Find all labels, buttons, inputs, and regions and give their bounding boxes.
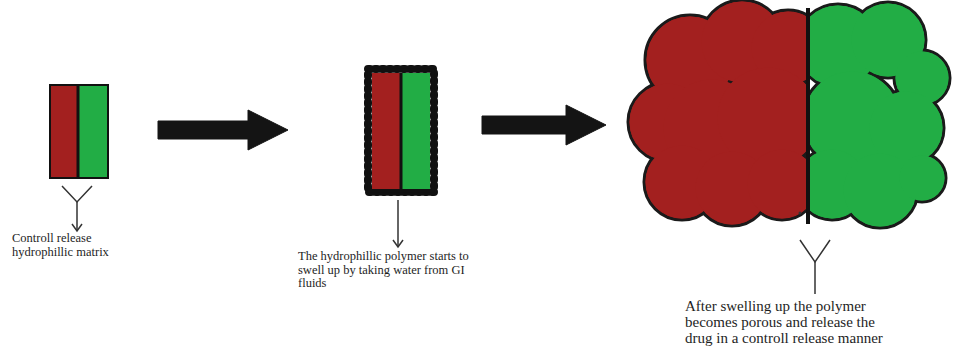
leader-stem bbox=[76, 202, 78, 230]
stage-caption: After swelling up the polymer becomes po… bbox=[685, 298, 903, 347]
stage-caption: The hydrophillic polymer starts to swell… bbox=[298, 250, 470, 291]
speck bbox=[799, 212, 802, 215]
red-layer bbox=[50, 85, 78, 178]
red-layer bbox=[372, 73, 401, 189]
tablet-outline bbox=[50, 85, 108, 178]
leader-line bbox=[62, 186, 92, 231]
gel-layer bbox=[369, 70, 433, 191]
leader-stem bbox=[814, 262, 816, 294]
stage-group: After swelling up the polymer becomes po… bbox=[606, 0, 950, 364]
stage-caption: Controll release hydrophillic matrix bbox=[12, 232, 137, 259]
leader-fork bbox=[800, 240, 830, 262]
green-layer bbox=[401, 73, 430, 189]
layer-divider bbox=[400, 73, 403, 189]
leader-line bbox=[800, 240, 830, 294]
leader-head bbox=[393, 240, 403, 247]
layer-divider bbox=[77, 85, 80, 178]
matrix-tablet bbox=[50, 85, 108, 178]
swelling-tablet bbox=[368, 69, 434, 192]
leader-line bbox=[393, 200, 403, 247]
swelling-rim bbox=[368, 69, 434, 192]
swollen-green-layer bbox=[808, 2, 950, 228]
layer-divider bbox=[806, 8, 810, 224]
green-layer bbox=[78, 85, 108, 178]
swollen-red-layer bbox=[628, 0, 808, 226]
leader-stem bbox=[397, 200, 399, 246]
leader-head bbox=[72, 224, 82, 231]
stage-group: The hydrophillic polymer starts to swell… bbox=[288, 50, 482, 305]
stage-group: Controll release hydrophillic matrix bbox=[8, 60, 158, 270]
leader-fork bbox=[62, 186, 92, 202]
process-arrow bbox=[482, 105, 606, 145]
process-arrow bbox=[158, 110, 288, 150]
